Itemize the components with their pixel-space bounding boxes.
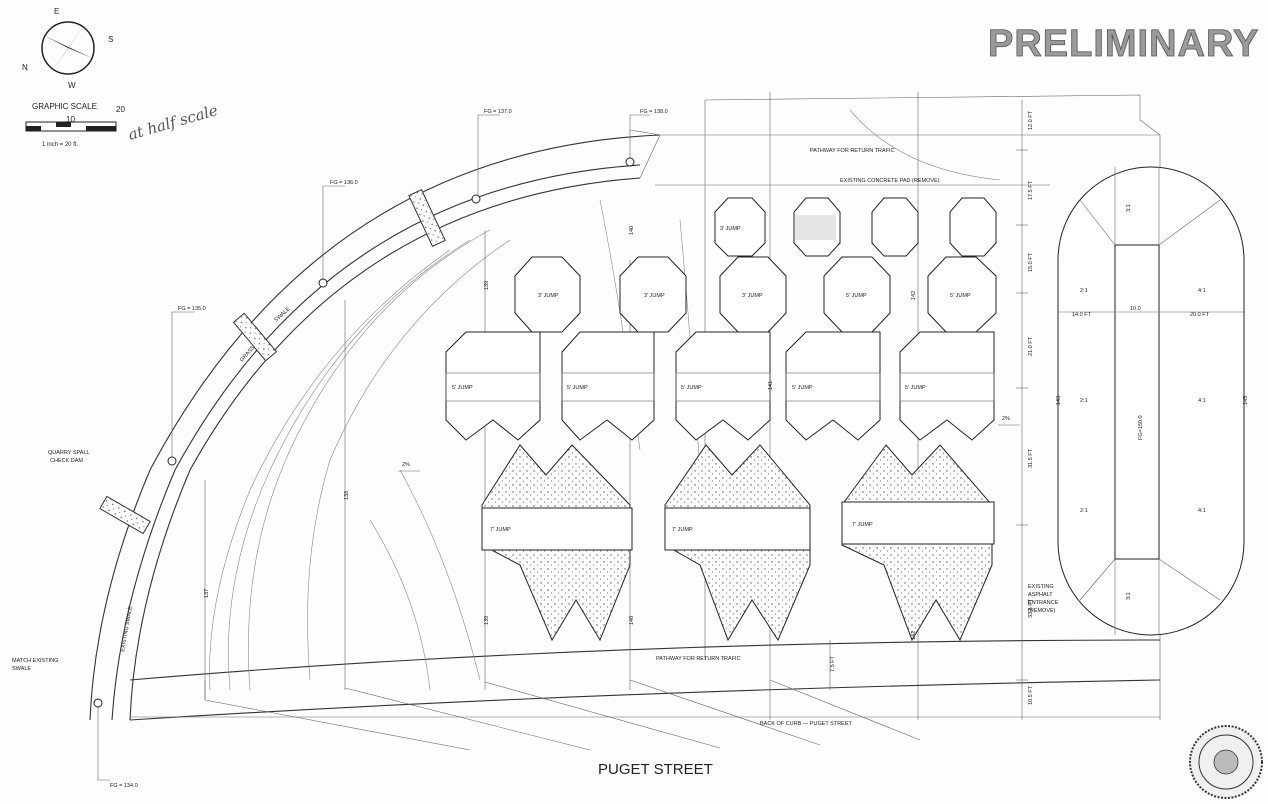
grade-138: FG = 138.0 xyxy=(640,109,668,115)
contour-label: 137 xyxy=(204,589,210,598)
contour-label: 143 xyxy=(1056,396,1062,405)
slope-label: 4:1 xyxy=(1198,288,1206,294)
contour-label: 139 xyxy=(484,616,490,625)
jump-label: 5' JUMP xyxy=(567,385,588,391)
dim-label: 31.5 FT xyxy=(1028,448,1034,468)
grade-137: FG = 137.0 xyxy=(484,109,512,115)
width-label: 10.0 xyxy=(1130,306,1141,312)
graphic-scale-bar xyxy=(25,121,117,132)
jump-label: 3' JUMP xyxy=(742,293,763,299)
grade-150: FG=150.0 xyxy=(1138,415,1144,440)
contour-label: 138 xyxy=(344,491,350,500)
contour-label: 142 xyxy=(911,291,917,300)
match-label: MATCH EXISTING xyxy=(12,658,58,664)
pathway-bottom-label: PATHWAY FOR RETURN TRAFIC xyxy=(656,656,741,662)
dim-label: 33.5 FT xyxy=(1028,598,1034,618)
contour-lines xyxy=(204,109,1001,700)
contour-label: 141 xyxy=(768,381,774,390)
dim-label: 17.5 FT xyxy=(1028,180,1034,200)
contour-label: 142 xyxy=(911,631,917,640)
jump-label: 5' JUMP xyxy=(452,385,473,391)
quarry-label: QUARRY SPALL xyxy=(48,450,90,456)
width-label: 20.0 FT xyxy=(1190,312,1210,318)
existing-swale-label: EXISTING SWALE xyxy=(120,605,134,652)
bottom-pathway xyxy=(129,639,1161,721)
checkdam-label: CHECK DAM xyxy=(50,458,83,464)
dim-label: 12.0 FT xyxy=(1028,110,1034,130)
dim-label: 21.0 FT xyxy=(1028,336,1034,356)
jump-label: 7' JUMP xyxy=(672,527,693,533)
jump-label: 7' JUMP xyxy=(852,522,873,528)
check-dam-blocks xyxy=(99,189,446,535)
asphalt-label-4: (REMOVE) xyxy=(1028,608,1056,614)
scale-label: GRAPHIC SCALE xyxy=(32,102,97,111)
five-foot-jump-row xyxy=(445,331,995,441)
slope-label: 2:1 xyxy=(1080,398,1088,404)
slope-label: 2:1 xyxy=(1080,508,1088,514)
contour-label: 140 xyxy=(629,226,635,235)
street-name: PUGET STREET xyxy=(598,761,713,778)
seven-foot-jump-row xyxy=(481,444,995,642)
dim-label: 15.0 FT xyxy=(1028,252,1034,272)
engineer-seal xyxy=(1189,725,1263,799)
asphalt-label-2: ASPHALT xyxy=(1028,592,1053,598)
compass-s: S xyxy=(108,35,113,44)
curved-swale-band xyxy=(89,129,661,721)
grade-134: FG = 134.0 xyxy=(110,783,138,789)
contour-label: 139 xyxy=(484,281,490,290)
swale-label: SWALE xyxy=(273,306,291,323)
width-label: 14.0 FT xyxy=(1072,312,1092,318)
drainage-arrow-label: 2% xyxy=(402,462,410,468)
scale-tick-10: 10 xyxy=(66,115,75,124)
jump-label: 5' JUMP xyxy=(792,385,813,391)
handwritten-note: at half scale xyxy=(126,101,220,144)
grading-lines-bottom xyxy=(204,679,921,751)
jump-label: 3' JUMP xyxy=(720,226,741,232)
asphalt-label-1: EXISTING xyxy=(1028,584,1054,590)
back-of-curb-label: BACK OF CURB — PUGET STREET xyxy=(760,721,853,727)
slope-label: 4:1 xyxy=(1198,398,1206,404)
scale-tick-20: 20 xyxy=(116,105,125,114)
jump-label: 3' JUMP xyxy=(538,293,559,299)
jump-label: 5' JUMP xyxy=(950,293,971,299)
grade-136: FG = 136.0 xyxy=(330,180,358,186)
compass-n: N xyxy=(22,63,28,72)
jump-label: 5' JUMP xyxy=(846,293,867,299)
slope-label: 3:1 xyxy=(1126,204,1132,212)
drainage-arrow-label: 2% xyxy=(1002,416,1010,422)
compass-rose xyxy=(41,21,95,75)
jump-label: 5' JUMP xyxy=(905,385,926,391)
dim-label: 7.5 FT xyxy=(830,655,836,672)
jump-label: 7' JUMP xyxy=(490,527,511,533)
grade-135: FG = 135.0 xyxy=(178,306,206,312)
concrete-label: EXISTING CONCRETE PAD (REMOVE) xyxy=(840,178,940,184)
asphalt-label-3: ENTRANCE xyxy=(1028,600,1059,606)
compass-e: E xyxy=(54,7,59,16)
dimension-line xyxy=(829,100,1028,720)
dim-label: 10.5 FT xyxy=(1028,685,1034,705)
contour-label: 145 xyxy=(1243,396,1249,405)
contour-label: 140 xyxy=(629,616,635,625)
preliminary-title: PRELIMINARY xyxy=(988,23,1259,65)
grade-markers xyxy=(93,114,650,781)
slope-label: 2:1 xyxy=(1080,288,1088,294)
pathway-top-label: PATHWAY FOR RETURN TRAFIC xyxy=(810,148,895,154)
oval-track xyxy=(1057,166,1245,636)
small-jump-row xyxy=(714,197,997,257)
three-foot-jump-row xyxy=(514,256,997,333)
slope-label: 4:1 xyxy=(1198,508,1206,514)
jump-label: 3' JUMP xyxy=(644,293,665,299)
jump-label: 5' JUMP xyxy=(681,385,702,391)
match-swale-label: SWALE xyxy=(12,666,31,672)
slope-label: 3:1 xyxy=(1126,592,1132,600)
compass-w: W xyxy=(68,81,76,90)
scale-ratio: 1 inch = 20 ft. xyxy=(42,142,79,148)
